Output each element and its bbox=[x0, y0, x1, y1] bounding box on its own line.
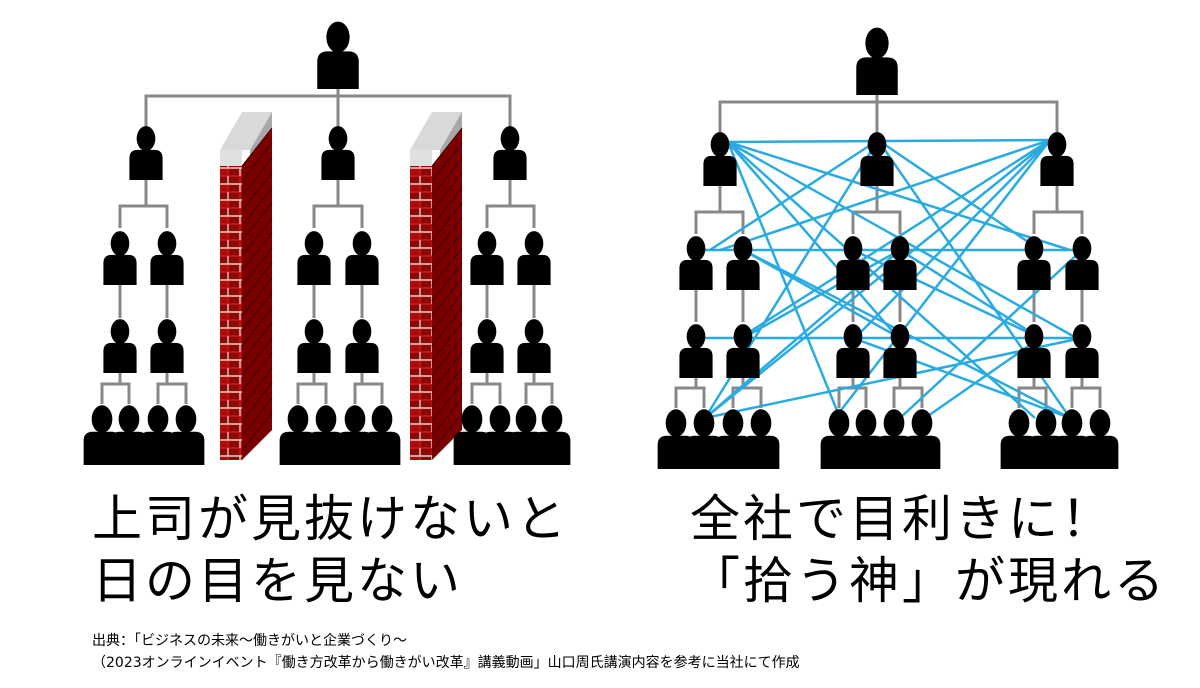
staff-icon bbox=[167, 405, 205, 465]
cross-link bbox=[709, 138, 879, 252]
cross-link bbox=[899, 248, 1041, 340]
cross-link bbox=[719, 138, 1051, 252]
tree-line bbox=[312, 204, 364, 228]
staff-icon bbox=[470, 319, 504, 373]
left-caption-line-2: 日の目を見ない bbox=[92, 552, 463, 610]
staff-icon bbox=[470, 231, 504, 285]
brick-wall bbox=[410, 112, 463, 460]
tree-line bbox=[118, 204, 169, 228]
staff-icon bbox=[345, 231, 379, 285]
staff-icon bbox=[297, 231, 331, 285]
cross-link bbox=[854, 139, 1051, 339]
left-caption-line-1: 上司が見抜けないと bbox=[92, 490, 569, 548]
tree-line bbox=[892, 386, 924, 408]
tree-line bbox=[353, 382, 384, 404]
cross-link bbox=[852, 248, 1041, 340]
boss-icon bbox=[856, 27, 898, 95]
staff-icon bbox=[1081, 409, 1119, 469]
source-note: 出典：「ビジネスの未来～働きがいと企業づくり～ （2023オンラインイベント『働… bbox=[92, 630, 800, 674]
staff-icon bbox=[679, 236, 713, 290]
cross-link bbox=[742, 248, 901, 340]
staff-icon bbox=[903, 409, 941, 469]
staff-icon bbox=[150, 231, 184, 285]
staff-icon bbox=[1065, 236, 1099, 290]
brick-wall bbox=[220, 112, 273, 460]
right-caption-line-1: 全社で目利きに！ bbox=[690, 490, 1114, 548]
right-caption: 全社で目利きに！ 「拾う神」が現れる bbox=[690, 488, 1167, 612]
tree-line bbox=[1032, 210, 1084, 234]
staff-icon bbox=[103, 231, 137, 285]
tree-line bbox=[837, 386, 868, 408]
hierarchy-lines bbox=[100, 84, 1102, 408]
cross-link bbox=[834, 139, 1051, 419]
manager-icon bbox=[129, 126, 163, 180]
source-line-1: 出典：「ビジネスの未来～働きがいと企業づくり～ bbox=[92, 633, 407, 649]
tree-line bbox=[100, 382, 131, 404]
manager-icon bbox=[703, 132, 737, 186]
tree-line bbox=[851, 210, 902, 234]
tree-line bbox=[156, 382, 188, 404]
staff-icon bbox=[517, 319, 551, 373]
cross-link bbox=[704, 139, 1051, 419]
staff-icon bbox=[363, 405, 401, 465]
staff-icon bbox=[517, 231, 551, 285]
staff-icon bbox=[297, 319, 331, 373]
source-line-2: （2023オンラインイベント『働き方改革から働きがい改革』講義動画」山口周氏講演… bbox=[92, 655, 800, 671]
cross-link bbox=[727, 138, 1051, 144]
tree-line bbox=[718, 100, 1059, 133]
manager-icon bbox=[321, 126, 355, 180]
staff-icon bbox=[103, 319, 137, 373]
tree-line bbox=[731, 386, 763, 408]
staff-icon bbox=[345, 319, 379, 373]
tree-line bbox=[470, 382, 502, 404]
tree-line bbox=[674, 386, 706, 408]
cross-link bbox=[899, 249, 1083, 419]
staff-icon bbox=[1017, 236, 1051, 290]
tree-line bbox=[144, 94, 512, 127]
staff-icon bbox=[1065, 324, 1099, 378]
brick-walls bbox=[220, 112, 463, 460]
cross-link bbox=[877, 138, 1041, 252]
tree-line bbox=[694, 210, 745, 234]
tree-line bbox=[1070, 386, 1102, 408]
staff-icon bbox=[150, 319, 184, 373]
tree-line bbox=[296, 382, 328, 404]
right-caption-line-2: 「拾う神」が現れる bbox=[690, 552, 1167, 610]
staff-icon bbox=[742, 409, 780, 469]
staff-icon bbox=[679, 324, 713, 378]
tree-line bbox=[485, 204, 536, 228]
left-caption: 上司が見抜けないと 日の目を見ない bbox=[92, 488, 569, 612]
manager-icon bbox=[493, 126, 527, 180]
staff-icon bbox=[726, 236, 760, 290]
tree-line bbox=[524, 382, 554, 404]
staff-icon bbox=[1017, 324, 1051, 378]
staff-icon bbox=[836, 324, 870, 378]
cross-link bbox=[727, 141, 1036, 419]
cross-link bbox=[726, 141, 842, 419]
boss-icon bbox=[317, 21, 359, 89]
staff-icon bbox=[533, 405, 571, 465]
